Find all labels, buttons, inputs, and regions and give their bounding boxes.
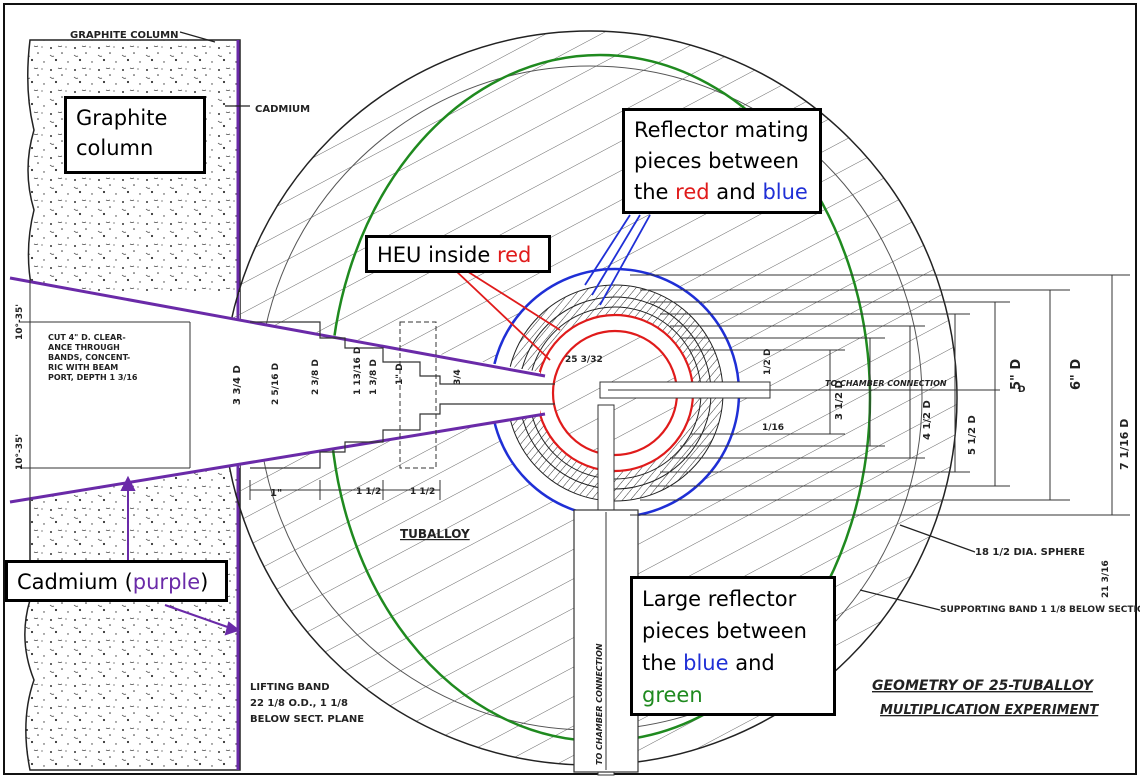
dim-1-half-b: 1 1/2 [410, 487, 435, 497]
reflector-mating-and: and [709, 180, 763, 204]
large-reflector-text: Large reflector pieces between the [642, 587, 807, 675]
dim-6d: 6" D [1069, 359, 1084, 390]
dim-1-16: 1/16 [762, 423, 784, 433]
dim-3-4: 3/4 [453, 369, 463, 385]
heu-red-word: red [496, 243, 532, 267]
callout-cadmium: Cadmium (purple) [5, 560, 228, 602]
label-cut-3: BANDS, CONCENT- [48, 353, 130, 362]
label-to-chamber-right: TO CHAMBER CONNECTION [825, 379, 947, 388]
right-dimension-leaders [630, 274, 1130, 516]
dim-1d: 1" D [395, 363, 405, 385]
dim-3-half: 3 1/2 D [834, 380, 845, 420]
title-line-2: MULTIPLICATION EXPERIMENT [880, 703, 1099, 718]
dim-3-4d: 3 3/4 D [232, 365, 243, 405]
dim-2-3-8: 2 3/8 D [311, 359, 321, 395]
large-reflector-green-word: green [642, 683, 703, 707]
cadmium-arrows [120, 475, 241, 636]
cadmium-text: Cadmium ( [17, 570, 133, 594]
plug-dashed [399, 321, 437, 469]
dim-5d: 5" D [1009, 359, 1024, 390]
label-supporting-band-dim: 21 3/16 [1101, 560, 1111, 598]
bottom-dimension-leaders [20, 280, 441, 500]
beam-port-clearance [10, 278, 540, 502]
heu-text: HEU inside [377, 243, 497, 267]
label-to-chamber-bottom: TO CHAMBER CONNECTION [595, 643, 604, 765]
callout-reflector-mating: Reflector mating pieces between the red … [622, 108, 822, 214]
large-reflector-and: and [728, 651, 775, 675]
drawing-leader-arrows [179, 31, 976, 611]
dim-1-3-8: 1 3/8 D [369, 359, 379, 395]
mating-arrows [584, 214, 651, 306]
label-lifting-band-2: 22 1/8 O.D., 1 1/8 [250, 698, 348, 709]
dim-half: 1/2 D [763, 349, 773, 375]
dim-5-half: 5 1/2 D [967, 415, 978, 455]
drawing-frame [3, 3, 1137, 775]
dim-7-1-16: 7 1/16 D [1118, 419, 1131, 470]
label-angle-top: 10°-35' [15, 304, 25, 340]
reflector-mating-text: Reflector mating pieces between the [634, 118, 809, 204]
dim-1-13-16: 1 13/16 D [353, 347, 363, 395]
label-tuballoy: TUBALLOY [400, 527, 470, 541]
cadmium-suffix: ) [200, 570, 209, 594]
reflector-mating-blue-word: blue [762, 180, 808, 204]
label-cut-2: ANCE THROUGH [48, 343, 120, 352]
cadmium-cone-bottom [9, 412, 546, 504]
reflector-mating-red-word: red [675, 180, 710, 204]
label-sphere: 18 1/2 DIA. SPHERE [975, 547, 1085, 558]
cadmium-purple-word: purple [132, 570, 201, 594]
dim-2-5-16: 2 5/16 D [271, 363, 281, 405]
plug-outline-top [250, 321, 555, 385]
label-cut-4: RIC WITH BEAM [48, 363, 118, 372]
callout-large-reflector: Large reflector pieces between the blue … [630, 576, 836, 716]
callout-graphite-column: Graphite column [64, 96, 206, 174]
heu-arrows [454, 267, 561, 361]
label-lifting-band-3: BELOW SECT. PLANE [250, 714, 364, 725]
plug-outline-bottom [250, 403, 555, 469]
label-cut-1: CUT 4" D. CLEAR- [48, 333, 126, 342]
dim-4-half: 4 1/2 D [922, 400, 933, 440]
label-angle-bottom: 10°-35' [15, 434, 25, 470]
label-cadmium-top: CADMIUM [255, 104, 310, 115]
label-lifting-band-1: LIFTING BAND [250, 682, 330, 693]
large-reflector-blue-word: blue [683, 651, 729, 675]
cadmium-cone-top [9, 276, 546, 378]
callout-graphite-text: Graphite column [76, 106, 168, 160]
dim-angle: 25 3/32 [565, 355, 603, 365]
label-cut-5: PORT, DEPTH 1 3/16 [48, 373, 138, 382]
label-supporting-band: SUPPORTING BAND 1 1/8 BELOW SECTION PLAN… [940, 605, 1140, 615]
title-line-1: GEOMETRY OF 25-TUBALLOY [872, 678, 1095, 694]
callout-heu: HEU inside red [365, 235, 551, 273]
dim-1-inch: 1" [270, 488, 282, 499]
dim-1-half-a: 1 1/2 [356, 487, 381, 497]
dim-d: D [1018, 385, 1025, 395]
label-graphite-column: GRAPHITE COLUMN [70, 30, 179, 41]
